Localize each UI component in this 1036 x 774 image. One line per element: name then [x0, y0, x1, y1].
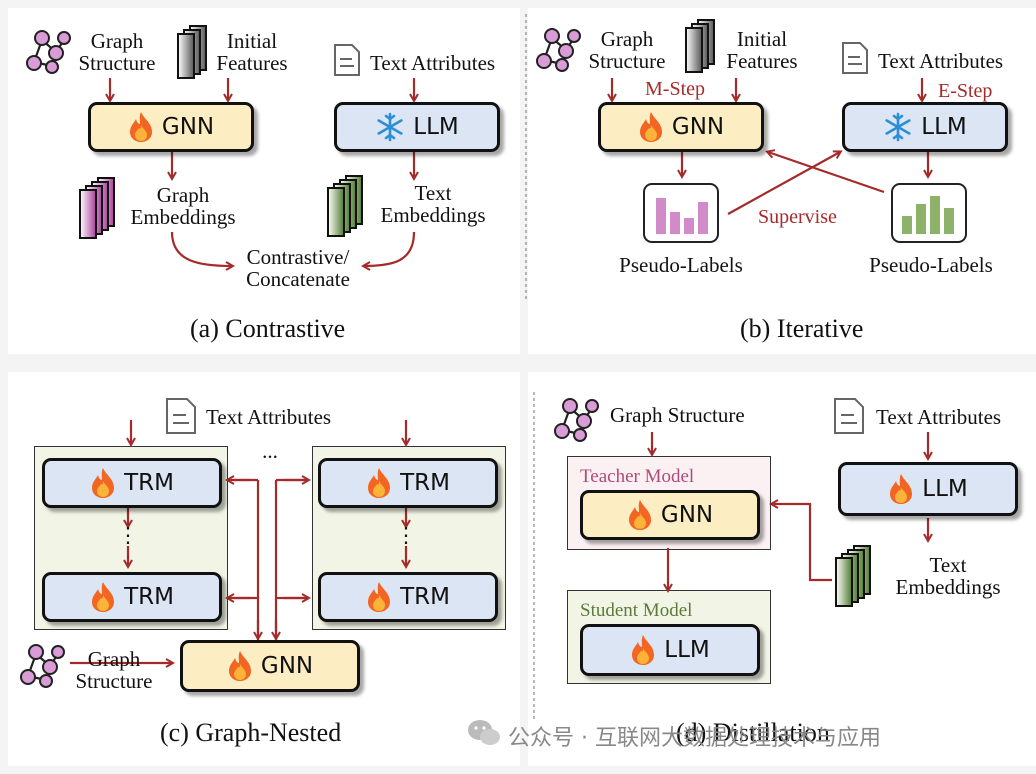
text-embeddings-icon — [834, 544, 878, 610]
document-icon — [332, 42, 362, 78]
gnn-box: GNN — [598, 102, 764, 152]
gnn-box: GNN — [580, 490, 760, 540]
vertical-ellipsis: ⋮ — [117, 523, 139, 547]
wechat-icon — [466, 718, 502, 748]
text-attributes-label: Text Attributes — [876, 405, 1002, 429]
pseudo-labels-left-label: Pseudo-Labels — [619, 253, 743, 277]
fire-icon — [90, 581, 116, 613]
trm-box-right-top: TRM — [318, 458, 498, 508]
panel-b — [528, 8, 1036, 354]
gnn-box: GNN — [180, 640, 360, 692]
trm-box-label: TRM — [124, 470, 174, 496]
gnn-box-label: GNN — [671, 114, 725, 140]
pseudo-labels-green-icon — [890, 182, 970, 246]
caption-d: (d) Distillation — [676, 718, 830, 747]
caption-c: (c) Graph-Nested — [160, 718, 342, 747]
pseudo-labels-pink-icon — [642, 182, 722, 246]
contrastive-label: Contrastive/Concatenate — [246, 245, 350, 291]
gnn-box: GNN — [88, 102, 254, 152]
panel-d — [528, 372, 1036, 766]
trm-box-label: TRM — [400, 470, 450, 496]
trm-box-label: TRM — [400, 584, 450, 610]
gnn-box-label: GNN — [161, 114, 215, 140]
snowflake-icon — [375, 112, 405, 142]
graph-embeddings-icon — [78, 176, 122, 240]
llm-box: LLM — [334, 102, 500, 152]
fire-icon — [638, 111, 664, 143]
teacher-model-label: Teacher Model — [580, 466, 695, 487]
initial-features-icon — [172, 24, 214, 80]
graph-structure-icon — [532, 24, 584, 74]
text-attributes-label: Text Attributes — [370, 51, 496, 75]
fire-icon — [627, 499, 653, 531]
fire-icon — [630, 634, 656, 666]
snowflake-icon — [883, 112, 913, 142]
fire-icon — [90, 467, 116, 499]
fire-icon — [128, 111, 154, 143]
trm-box-left-top: TRM — [42, 458, 222, 508]
pseudo-labels-right-label: Pseudo-Labels — [869, 253, 993, 277]
text-attributes-label: Text Attributes — [206, 405, 332, 429]
llm-box-label: LLM — [922, 476, 968, 502]
ellipsis-between-stacks: ... — [262, 439, 278, 463]
watermark-text: 公众号 · 互联网大数据处理技术与应用 — [508, 726, 881, 751]
text-attributes-label: Text Attributes — [878, 49, 1004, 73]
llm-box-label: LLM — [921, 114, 967, 140]
fire-icon — [366, 581, 392, 613]
m-step-label: M-Step — [645, 78, 705, 100]
vertical-ellipsis: ⋮ — [395, 523, 417, 547]
llm-box-label: LLM — [664, 637, 710, 663]
graph-structure-icon — [16, 640, 68, 690]
trm-box-left-bottom: TRM — [42, 572, 222, 622]
supervise-label: Supervise — [758, 206, 837, 228]
caption-b: (b) Iterative — [740, 314, 864, 343]
fire-icon — [366, 467, 392, 499]
trm-box-label: TRM — [124, 584, 174, 610]
document-icon — [832, 396, 866, 436]
caption-a: (a) Contrastive — [190, 314, 346, 343]
llm-box: LLM — [842, 102, 1008, 152]
graph-structure-label: Graph Structure — [610, 403, 745, 427]
llm-box-student: LLM — [580, 624, 760, 676]
trm-box-right-bottom: TRM — [318, 572, 498, 622]
graph-structure-icon — [550, 394, 602, 444]
llm-box-teacher-side: LLM — [838, 462, 1018, 516]
fire-icon — [227, 650, 253, 682]
graph-structure-icon — [22, 26, 74, 76]
document-icon — [840, 40, 870, 76]
document-icon — [164, 396, 198, 436]
gnn-box-label: GNN — [260, 653, 314, 679]
student-model-label: Student Model — [580, 600, 693, 621]
fire-icon — [888, 473, 914, 505]
initial-features-icon — [680, 18, 722, 74]
e-step-label: E-Step — [938, 80, 993, 102]
gnn-box-label: GNN — [660, 502, 714, 528]
text-embeddings-icon — [326, 174, 370, 238]
llm-box-label: LLM — [413, 114, 459, 140]
